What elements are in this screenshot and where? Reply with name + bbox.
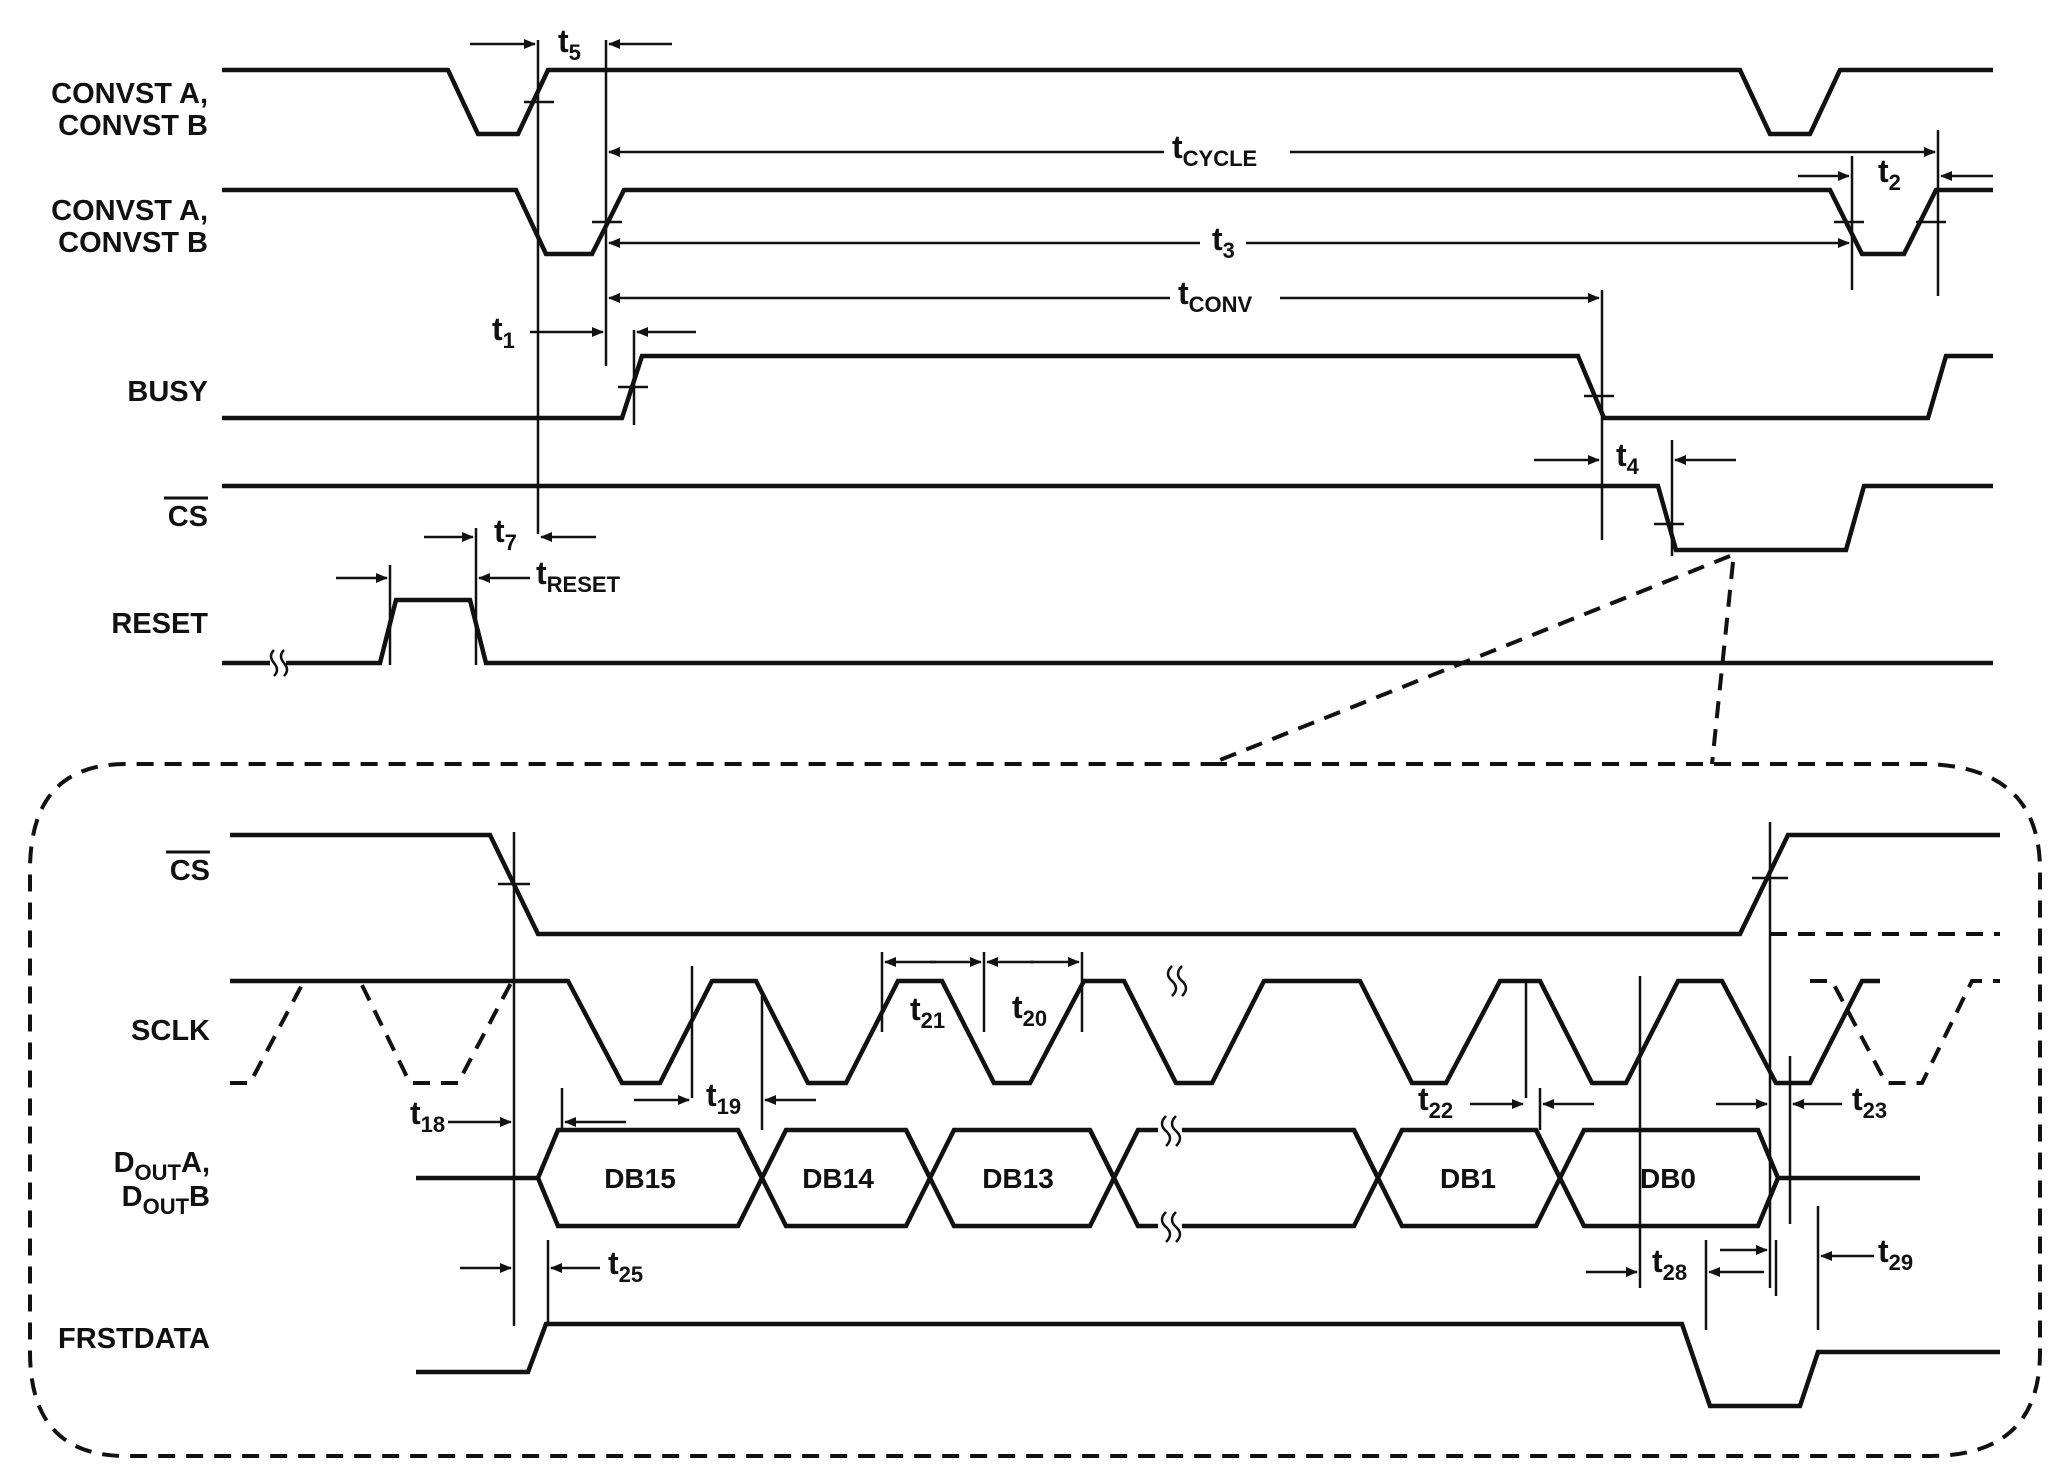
bus-label-db15: DB15 <box>604 1163 676 1194</box>
signal-label-busy: BUSY <box>127 376 208 408</box>
svg-text:CONVST A,: CONVST A, <box>51 78 208 110</box>
svg-text:t18: t18 <box>410 1095 445 1137</box>
svg-text:t7: t7 <box>494 513 517 555</box>
timing-t19: t19 <box>564 1077 816 1127</box>
svg-text:t3: t3 <box>1212 221 1235 263</box>
waveform-dout <box>416 1114 1920 1243</box>
waveform-busy <box>222 353 1993 421</box>
timing-t1: t1 <box>492 311 696 353</box>
timing-tcycle: tCYCLE <box>608 129 1936 171</box>
bottom-reference-lines <box>498 822 1820 1330</box>
timing-tconv: tCONV <box>608 275 1600 317</box>
timing-t28: t28 <box>1586 1243 1768 1285</box>
bus-label-db14: DB14 <box>802 1163 874 1194</box>
svg-text:t25: t25 <box>608 1245 643 1287</box>
svg-text:tRESET: tRESET <box>536 555 621 597</box>
timing-t5: t5 <box>470 23 672 65</box>
waveform-reset <box>222 597 1993 666</box>
bus-label-db0: DB0 <box>1640 1163 1696 1194</box>
signal-label-reset: RESET <box>111 608 208 640</box>
timing-t22: t22 <box>1418 1081 1594 1123</box>
signal-label-cs: CS <box>164 496 208 533</box>
svg-text:DOUTB: DOUTB <box>122 1181 210 1219</box>
break-mark-sclk <box>1164 965 1188 998</box>
break-mark-reset <box>269 648 289 678</box>
timing-t7: t7 <box>424 513 596 555</box>
svg-text:t1: t1 <box>492 311 515 353</box>
timing-t18: t18 <box>410 1095 512 1137</box>
svg-text:t19: t19 <box>706 1077 741 1119</box>
timing-t20: t20 <box>986 957 1080 1031</box>
svg-text:t5: t5 <box>558 23 581 65</box>
waveform-convst-2 <box>222 187 1993 257</box>
timing-t23: t23 <box>1716 1081 1887 1123</box>
svg-text:CONVST A,: CONVST A, <box>51 195 208 227</box>
svg-text:CS: CS <box>168 501 208 533</box>
waveform-sclk-dashed-lead <box>230 979 514 1085</box>
signal-label-convst-1: CONVST A, CONVST B <box>51 78 208 142</box>
svg-text:CS: CS <box>170 855 210 887</box>
signal-label-dout: DOUTA, DOUTB <box>114 1147 210 1219</box>
svg-text:t4: t4 <box>1616 437 1640 479</box>
svg-text:DOUTA,: DOUTA, <box>114 1147 210 1185</box>
timing-treset: tRESET <box>336 555 621 597</box>
waveform-convst-1 <box>222 67 1993 137</box>
signal-label-convst-2: CONVST A, CONVST B <box>51 195 208 259</box>
timing-t21: t21 <box>884 957 982 1033</box>
signal-label-cs-zoom: CS <box>166 850 210 887</box>
svg-text:t20: t20 <box>1012 989 1047 1031</box>
svg-text:t2: t2 <box>1878 153 1901 195</box>
svg-text:CONVST B: CONVST B <box>58 110 208 142</box>
svg-text:t28: t28 <box>1652 1243 1687 1285</box>
zoom-detail-frame <box>28 762 2042 1458</box>
timing-t4: t4 <box>1534 437 1736 479</box>
waveform-sclk-dashed-trail <box>1810 979 2000 1085</box>
svg-text:tCYCLE: tCYCLE <box>1172 129 1257 171</box>
signal-label-frstdata: FRSTDATA <box>58 1323 210 1355</box>
svg-text:t22: t22 <box>1418 1081 1453 1123</box>
waveform-sclk <box>230 978 1880 1086</box>
waveform-cs <box>222 483 1993 553</box>
svg-text:t21: t21 <box>910 991 945 1033</box>
bus-label-db13: DB13 <box>982 1163 1054 1194</box>
svg-text:CONVST B: CONVST B <box>58 227 208 259</box>
waveform-frstdata <box>416 1321 2000 1409</box>
bus-label-db1: DB1 <box>1440 1163 1496 1194</box>
timing-t3: t3 <box>608 221 1850 263</box>
timing-t29: t29 <box>1820 1233 1913 1275</box>
waveform-cs-zoom <box>230 832 2000 937</box>
svg-text:t29: t29 <box>1878 1233 1913 1275</box>
bus-labels: DB15 DB14 DB13 DB1 DB0 <box>604 1163 1696 1194</box>
top-reference-lines <box>388 40 1946 665</box>
signal-label-sclk: SCLK <box>131 1015 210 1047</box>
svg-text:tCONV: tCONV <box>1178 275 1253 317</box>
zoom-connector <box>1209 554 1735 766</box>
svg-text:t23: t23 <box>1852 1081 1887 1123</box>
timing-t25: t25 <box>460 1245 643 1287</box>
timing-t2: t2 <box>1798 153 1993 195</box>
